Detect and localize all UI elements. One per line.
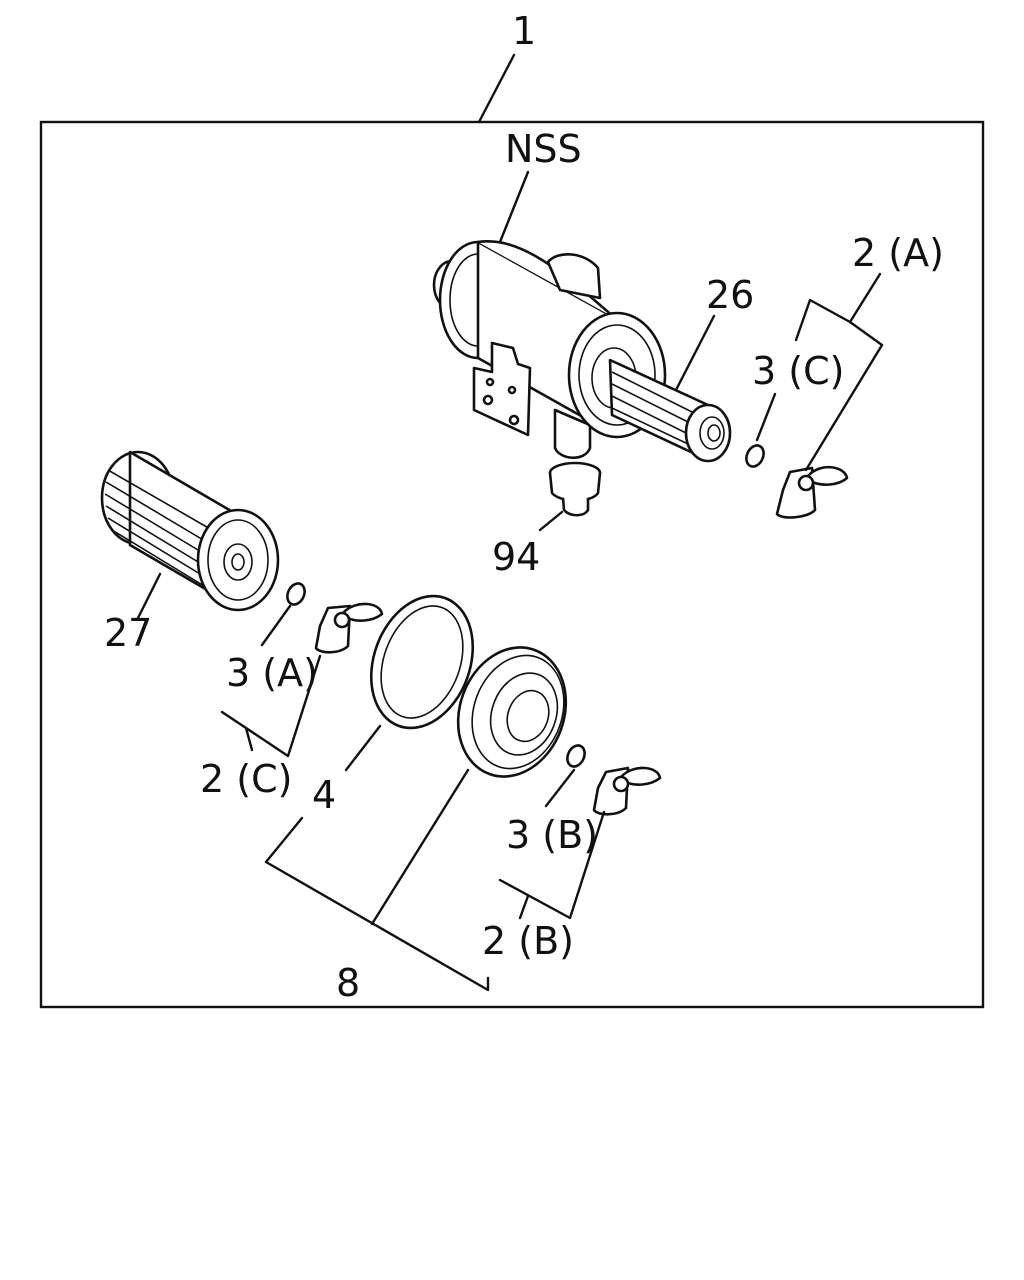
bracket-8 [264, 816, 490, 992]
washer-3c [745, 444, 765, 468]
label-26: 26 [706, 273, 754, 317]
label-3a: 3 (A) [226, 651, 318, 695]
leader-3a [260, 604, 292, 647]
leader-3b [544, 768, 576, 808]
label-2c: 2 (C) [200, 757, 292, 801]
leader-2a-nut [804, 343, 884, 472]
label-nss: NSS [505, 127, 582, 171]
label-94: 94 [492, 535, 540, 579]
leader-26 [674, 314, 716, 392]
cover-8 [456, 646, 568, 778]
leader-2b [518, 894, 530, 920]
cap-94 [548, 461, 602, 517]
label-3c: 3 (C) [752, 349, 844, 393]
leader-2a [848, 320, 884, 347]
wing-nut-2b [592, 766, 662, 816]
wing-nut-2c [314, 602, 384, 654]
leader-2c [244, 726, 254, 752]
leader-4 [344, 724, 382, 772]
label-8: 8 [336, 961, 360, 1005]
wing-nut-2a [775, 465, 849, 519]
label-2b: 2 (B) [482, 919, 574, 963]
leader-8 [370, 768, 470, 926]
label-2a: 2 (A) [852, 231, 944, 275]
filter-element-26 [608, 358, 732, 463]
filter-housing [432, 240, 667, 460]
gasket-4 [369, 594, 475, 730]
bracket-2c [220, 654, 322, 758]
label-assembly: 1 [512, 9, 536, 53]
bracket-2a [794, 272, 882, 342]
leader-3c [755, 392, 777, 442]
bracket-2b [498, 810, 606, 920]
washer-3a [286, 582, 306, 606]
label-27: 27 [104, 611, 152, 655]
leader-94 [538, 510, 564, 532]
leader-assembly [477, 53, 516, 124]
label-4: 4 [312, 773, 336, 817]
leader-27 [136, 572, 162, 620]
assembly-frame [39, 120, 985, 1009]
label-3b: 3 (B) [506, 813, 598, 857]
leader-nss [498, 170, 530, 244]
washer-3b [566, 744, 586, 768]
filter-element-27 [100, 450, 280, 612]
